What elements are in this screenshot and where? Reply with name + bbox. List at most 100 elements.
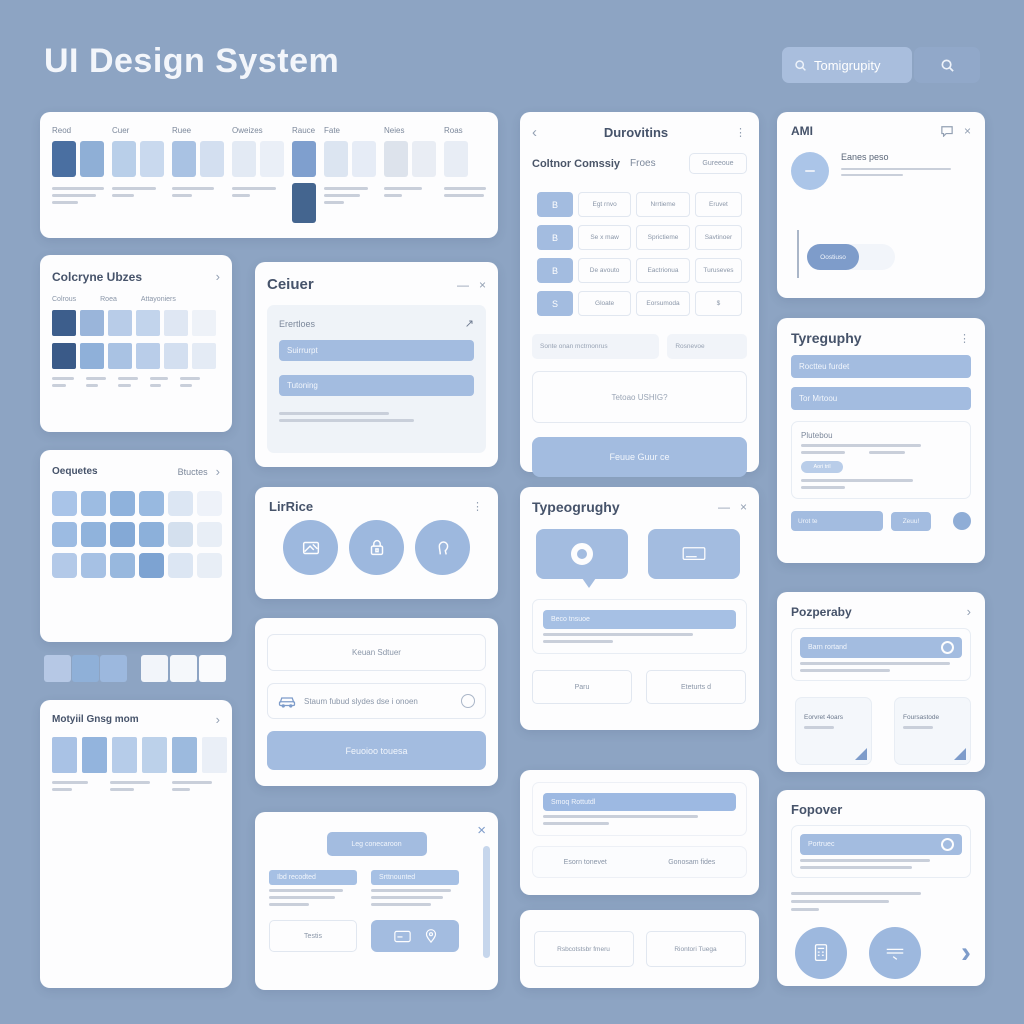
popover-card: Fopover Portruec ›	[777, 790, 985, 986]
minimize-icon[interactable]: —	[456, 277, 469, 292]
radio-circle[interactable]	[461, 694, 475, 709]
text-input[interactable]: Sonte onan mctrnonrus	[532, 334, 660, 359]
palette-label: Reod	[52, 126, 72, 135]
chevron-right-icon[interactable]: ›	[961, 936, 971, 969]
section-bar[interactable]: Barn rortand	[800, 637, 962, 658]
secondary-button[interactable]: Eteturts d	[646, 670, 746, 704]
color-swatch	[52, 737, 77, 773]
text-button[interactable]: Gonosam fides	[668, 858, 716, 866]
section-bar[interactable]: Ibd recodted	[269, 870, 357, 885]
close-icon[interactable]: ×	[739, 500, 747, 514]
modal-top-button[interactable]: Leg conecaroon	[326, 832, 427, 856]
empty-state-box: Tetoao USHIG?	[532, 371, 747, 423]
back-chevron-icon[interactable]: ‹	[532, 124, 537, 141]
close-icon[interactable]: ×	[478, 277, 486, 292]
color-swatch	[260, 141, 284, 177]
toggle-pill-button[interactable]: Oostiuso	[807, 244, 859, 270]
swatch-group-light	[141, 655, 226, 682]
outline-button[interactable]: Eactrionua	[636, 258, 690, 283]
secondary-button[interactable]: Testis	[269, 920, 357, 952]
button-primary[interactable]: Tutoning	[279, 375, 474, 396]
primary-button[interactable]: Feuue Guur ce	[532, 437, 747, 477]
tag-chip[interactable]: Aori tril	[801, 461, 843, 473]
color-swatch	[52, 343, 76, 369]
text-lines	[801, 444, 961, 454]
outline-button[interactable]: Rsbcotstsbr fmeru	[533, 931, 634, 967]
submit-button[interactable]: Feuoioo touesa	[267, 731, 486, 771]
palette-column: Roas	[444, 126, 486, 228]
outline-button[interactable]: Riontori Tuega	[645, 931, 746, 967]
outline-button[interactable]: Gloate	[578, 291, 632, 316]
color-swatch	[292, 183, 316, 223]
outline-button[interactable]: Sprictieme	[636, 225, 690, 250]
search-input-with-icon[interactable]: Staum fubud slydes dse i onoen	[267, 682, 486, 720]
palette-column: Fate	[324, 126, 376, 228]
search-query: Tomigrupity	[814, 57, 881, 73]
outline-button[interactable]: Eruvet	[694, 192, 742, 217]
secondary-button[interactable]: Paru	[532, 670, 632, 704]
color-swatch	[80, 310, 104, 336]
card-title: Colcryne Ubzes	[52, 269, 143, 284]
chevron-right-icon[interactable]: ›	[966, 604, 971, 619]
close-icon[interactable]: ×	[477, 822, 486, 839]
section-bar[interactable]: Tor Mrtoou	[791, 387, 971, 410]
filled-button[interactable]: S	[537, 291, 574, 316]
input-bar[interactable]: Urot te	[791, 511, 883, 531]
card-title: AMI	[791, 124, 813, 138]
text-input[interactable]: Rosnevoe	[667, 334, 747, 359]
color-swatch	[142, 737, 167, 773]
text-button[interactable]: Esorn tonevet	[563, 858, 607, 866]
outline-button[interactable]: Savtinoer	[694, 225, 742, 250]
list-circle-button[interactable]	[869, 927, 921, 979]
chat-bubble-icon[interactable]	[940, 125, 954, 137]
color-swatch	[192, 343, 216, 369]
car-icon	[278, 697, 296, 708]
filled-button[interactable]: B	[537, 192, 574, 217]
card-subtitle: Btuctes	[177, 466, 208, 477]
section-bar[interactable]: Beco tnsuoe	[543, 610, 736, 629]
minimize-icon[interactable]: —	[717, 500, 730, 514]
image-circle-button[interactable]	[283, 520, 338, 575]
small-button[interactable]: Zeuu!	[891, 511, 931, 531]
color-swatch	[384, 141, 408, 177]
search-input[interactable]: Tomigrupity	[782, 47, 912, 83]
section-bar[interactable]: Roctteu furdet	[791, 355, 971, 378]
moodboard-card: Motyiil Gnsg mom ›	[40, 700, 232, 988]
chevron-right-icon[interactable]: ›	[215, 269, 220, 284]
outline-button[interactable]: Se x maw	[578, 225, 632, 250]
outline-button[interactable]: Gureeoue	[689, 153, 747, 174]
document-circle-button[interactable]	[795, 927, 847, 979]
filled-button[interactable]: B	[537, 225, 574, 250]
status-circle-icon[interactable]	[941, 838, 954, 851]
icon-button-group[interactable]	[371, 920, 459, 952]
inner-panel: Barn rortand	[791, 628, 971, 681]
outline-button[interactable]: De avouto	[578, 258, 632, 283]
button-primary[interactable]: Suirrurpt	[279, 340, 474, 361]
outline-button[interactable]: Egt rnvo	[578, 192, 632, 217]
section-bar[interactable]: Srttnounted	[371, 870, 459, 885]
kebab-menu-icon[interactable]: ⋮	[959, 332, 971, 345]
outline-button[interactable]: $	[694, 291, 742, 316]
kebab-menu-icon[interactable]: ⋮	[472, 501, 484, 513]
section-bar[interactable]: Portruec	[800, 834, 962, 855]
kebab-menu-icon[interactable]: ⋮	[734, 127, 747, 139]
chevron-right-icon[interactable]: ›	[215, 464, 220, 479]
avatar-dot[interactable]	[953, 512, 971, 530]
location-pin-icon	[425, 929, 436, 943]
swatch-grid-card: Oequetes Btuctes ›	[40, 450, 232, 642]
filled-button[interactable]: B	[537, 258, 574, 283]
chevron-right-icon[interactable]: ›	[215, 712, 220, 727]
external-arrow-icon[interactable]: ↗	[464, 318, 474, 330]
search-button[interactable]	[914, 47, 980, 83]
outline-button[interactable]: Eorsumoda	[636, 291, 690, 316]
outline-button[interactable]: Nrrtieme	[636, 192, 690, 217]
person-circle-button[interactable]	[415, 520, 470, 575]
section-bar[interactable]: Smoq Rottutdl	[543, 793, 736, 811]
lock-circle-button[interactable]	[349, 520, 404, 575]
text-input[interactable]: Keuan Sdtuer	[267, 634, 486, 671]
refresh-circle-icon[interactable]	[941, 641, 954, 654]
scrollbar[interactable]	[483, 846, 490, 958]
outline-button[interactable]: Turuseves	[694, 258, 742, 283]
close-icon[interactable]: ×	[963, 124, 971, 138]
